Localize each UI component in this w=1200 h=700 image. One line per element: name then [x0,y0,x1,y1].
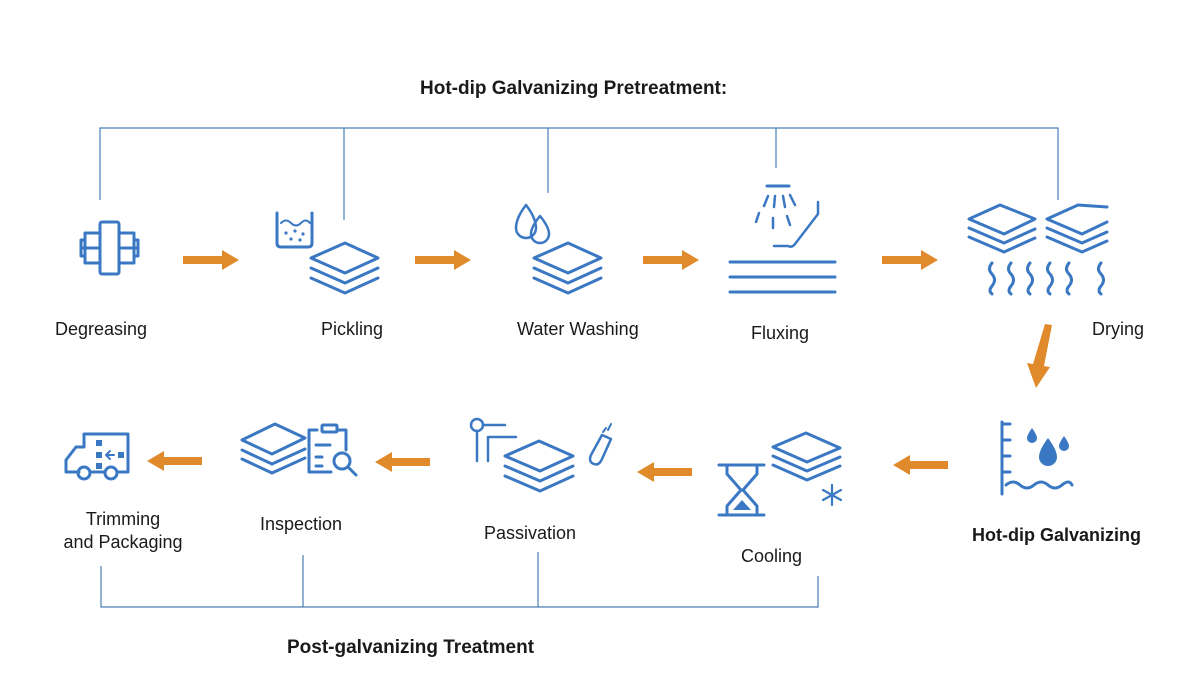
hourglass-snowflake-icon [717,431,843,517]
step-label-water-washing: Water Washing [517,319,639,339]
zinc-bath-drops-icon [1000,420,1074,496]
flow-arrow [183,250,239,270]
flow-arrow [375,452,430,472]
flow-arrow [415,250,471,270]
clipboard-magnifier-icon [240,422,358,477]
step-label-passivation: Passivation [484,523,577,543]
label-line-2: and Packaging [63,532,183,552]
post-treatment-title: Post-galvanizing Treatment [287,637,535,658]
degreasing-icon [79,220,140,276]
truck-icon [64,432,130,481]
flow-arrow [882,250,938,270]
pipe-test-tube-icon [469,417,613,493]
flow-arrow-down [1027,324,1052,388]
step-label-drying: Drying [1092,319,1145,339]
step-label-trimming-packaging: Trimming and Packaging [58,508,188,554]
step-label-hot-dip-galvanizing: Hot-dip Galvanizing [972,525,1141,545]
step-label-inspection: Inspection [260,514,343,534]
pretreatment-title: Hot-dip Galvanizing Pretreatment: [420,78,728,99]
shower-flux-icon [728,184,837,294]
water-drops-sheets-icon [514,203,603,295]
step-label-degreasing: Degreasing [55,319,148,339]
acid-bath-sheets-icon [275,211,380,295]
flow-arrow [893,455,948,475]
sheets-heat-waves-icon [967,203,1109,296]
post-treatment-bracket [100,552,819,608]
flow-arrow [147,451,202,471]
step-label-pickling: Pickling [321,319,384,339]
label-line-1: Trimming [85,509,161,529]
pretreatment-bracket [99,127,1059,220]
step-label-cooling: Cooling [741,546,803,566]
flow-arrow [643,250,699,270]
step-label-fluxing: Fluxing [751,323,810,343]
flow-arrow [637,462,692,482]
